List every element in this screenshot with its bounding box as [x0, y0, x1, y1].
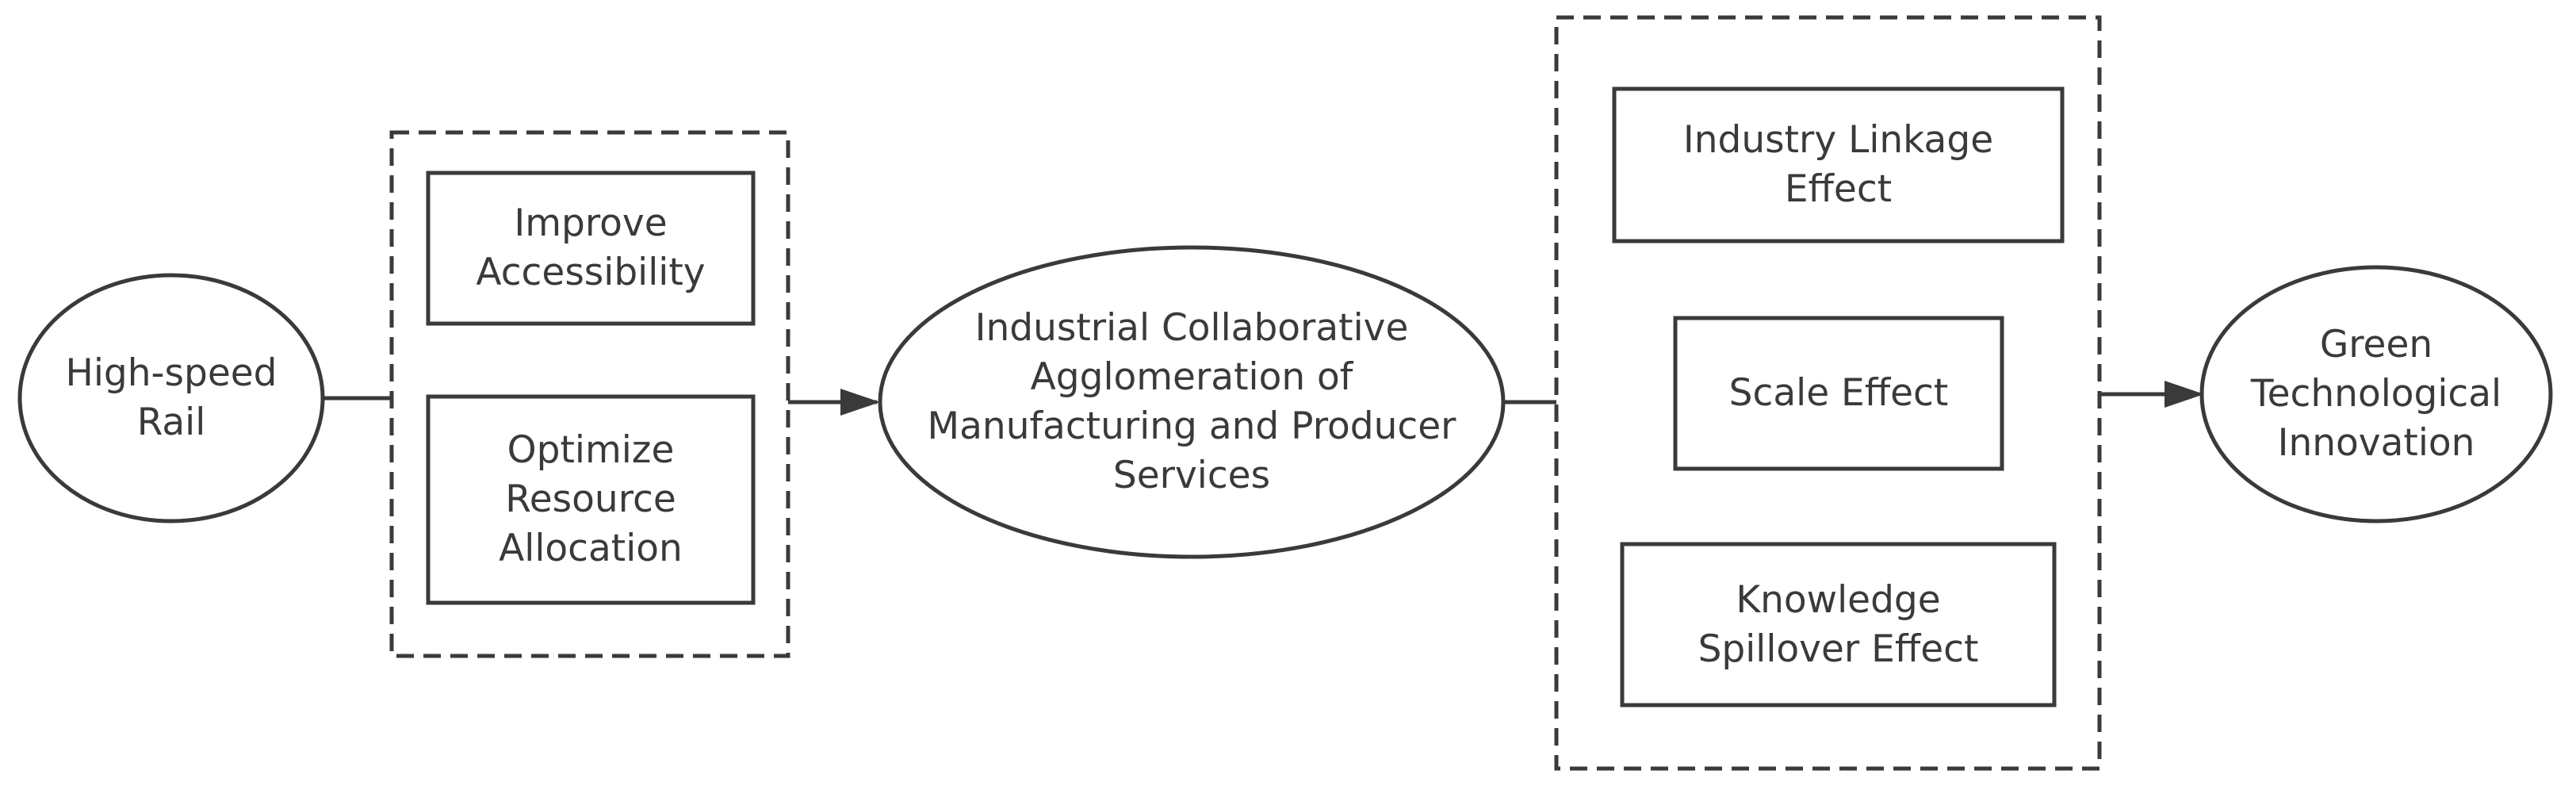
- knowledge-spillover-effect-box: [1620, 542, 2057, 707]
- knowledge-spillover-effect-line-2: Spillover Effect: [1698, 627, 1979, 671]
- industry-linkage-effect-line-2: Effect: [1784, 167, 1893, 211]
- green-technological-innovation-node: [2199, 265, 2553, 523]
- optimize-resource-allocation-box: [426, 394, 756, 605]
- industrial-agglomeration-line-2: Agglomeration of: [1030, 355, 1353, 399]
- industrial-agglomeration-line-4: Services: [1112, 454, 1271, 497]
- industrial-agglomeration-line-1: Industrial Collaborative: [974, 306, 1409, 350]
- industrial-agglomeration-label: Industrial Collaborative Agglomeration o…: [880, 293, 1503, 511]
- high-speed-rail-line-2: Rail: [136, 401, 206, 444]
- optimize-resource-allocation-label: Optimize Resource Allocation: [428, 397, 753, 603]
- high-speed-rail-label: High-speed Rail: [24, 317, 319, 479]
- knowledge-spillover-effect-line-1: Knowledge: [1736, 577, 1941, 622]
- scale-effect-box: [1673, 316, 2004, 471]
- industry-linkage-effect-box: [1612, 86, 2065, 243]
- knowledge-spillover-effect-label: Knowledge Spillover Effect: [1622, 544, 2054, 705]
- arrow-head-mechanisms: [840, 389, 880, 416]
- industry-linkage-effect-line-1: Industry Linkage: [1682, 118, 1994, 162]
- industry-linkage-effect-label: Industry Linkage Effect: [1614, 89, 2062, 241]
- optimize-resource-allocation-line-2: Resource: [505, 477, 676, 521]
- industrial-agglomeration-line-3: Manufacturing and Producer: [927, 405, 1456, 448]
- improve-accessibility-line-1: Improve: [514, 201, 668, 245]
- green-technological-innovation-line-1: Green: [2319, 323, 2433, 366]
- improve-accessibility-label: Improve Accessibility: [428, 173, 753, 324]
- scale-effect-label: Scale Effect: [1675, 318, 2002, 469]
- mechanisms-group-frame: [389, 130, 790, 658]
- optimize-resource-allocation-line-3: Allocation: [499, 527, 683, 570]
- scale-effect-line-1: Scale Effect: [1728, 371, 1949, 415]
- green-technological-innovation-line-3: Innovation: [2277, 421, 2475, 465]
- green-technological-innovation-label: Green Technological Innovation: [2212, 317, 2540, 471]
- high-speed-rail-line-1: High-speed: [65, 351, 278, 395]
- optimize-resource-allocation-line-1: Optimize: [507, 428, 675, 472]
- improve-accessibility-box: [426, 171, 756, 326]
- improve-accessibility-line-2: Accessibility: [476, 251, 706, 294]
- arrow-head-effects: [2165, 381, 2204, 408]
- green-technological-innovation-line-2: Technological: [2250, 372, 2502, 416]
